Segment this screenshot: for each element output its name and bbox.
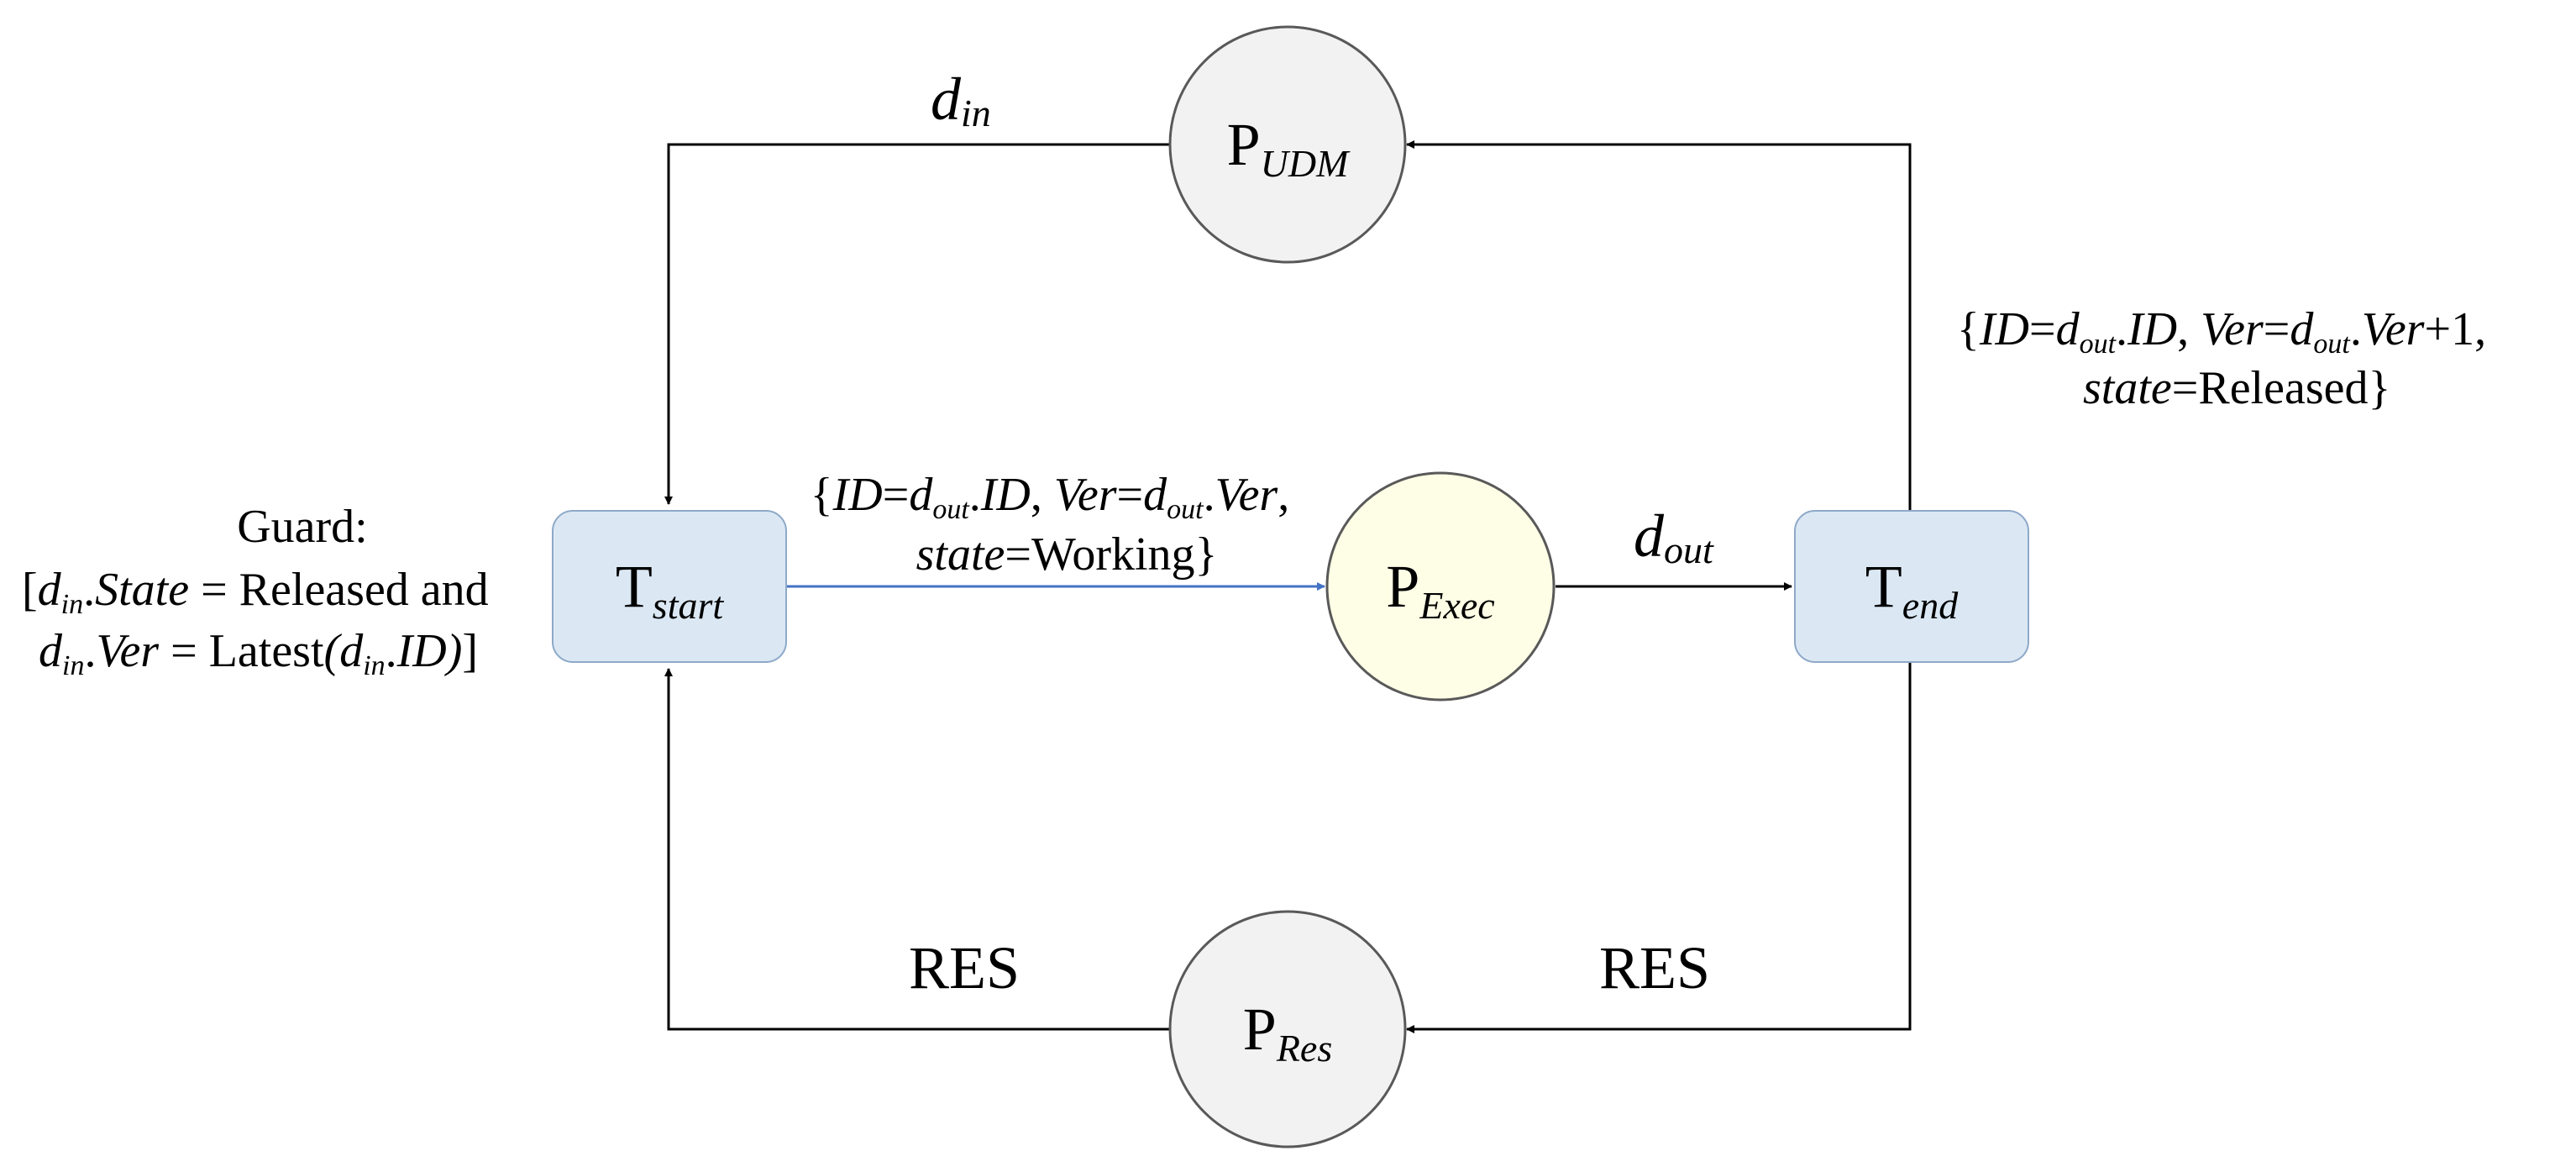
released-label: {ID=dout.ID, Ver=dout.Ver+1, state=Relea… [1957, 303, 2486, 414]
transition-end: Tend [1794, 510, 2029, 663]
transition-start-box [552, 510, 787, 663]
transition-start-label: Tstart [616, 553, 725, 627]
place-udm: PUDM [1168, 25, 1407, 264]
place-exec-label: PExec [1386, 553, 1494, 627]
working-label-line2: state=Working} [916, 528, 1218, 581]
place-exec-circle [1325, 471, 1556, 702]
transition-start: Tstart [552, 510, 787, 663]
working-label: {ID=dout.ID, Ver=dout.Ver, state=Working… [811, 469, 1289, 581]
place-res-circle [1168, 910, 1407, 1148]
arc-label-res-right: RES [1599, 934, 1710, 1001]
guard-line-ver: din.Ver = Latest(din.ID)] [39, 625, 478, 681]
place-res: PRes [1168, 910, 1407, 1148]
arc-label-dout: dout [1634, 502, 1714, 571]
arc-udm-to-tstart [664, 143, 1169, 505]
place-udm-label: PUDM [1227, 111, 1351, 185]
transition-end-box [1794, 510, 2029, 663]
arc-label-res-left: RES [909, 934, 1020, 1001]
arc-tend-to-res [1406, 662, 1912, 1033]
working-label-line1: {ID=dout.ID, Ver=dout.Ver, [811, 469, 1289, 525]
arc-tend-to-udm [1406, 140, 1912, 511]
released-label-line2: state=Released} [2083, 362, 2390, 414]
place-res-label: PRes [1243, 996, 1332, 1070]
guard-line-state: [din.State = Released and [22, 564, 489, 620]
transition-end-label: Tend [1865, 553, 1959, 627]
place-udm-circle [1168, 25, 1407, 264]
place-exec: PExec [1325, 471, 1556, 702]
arc-res-to-tstart [664, 668, 1169, 1031]
arc-label-din: din [931, 66, 991, 134]
released-label-line1: {ID=dout.ID, Ver=dout.Ver+1, [1957, 303, 2486, 360]
guard-label: Guard: [din.State = Released and din.Ver… [22, 501, 489, 681]
guard-title: Guard: [237, 501, 368, 553]
